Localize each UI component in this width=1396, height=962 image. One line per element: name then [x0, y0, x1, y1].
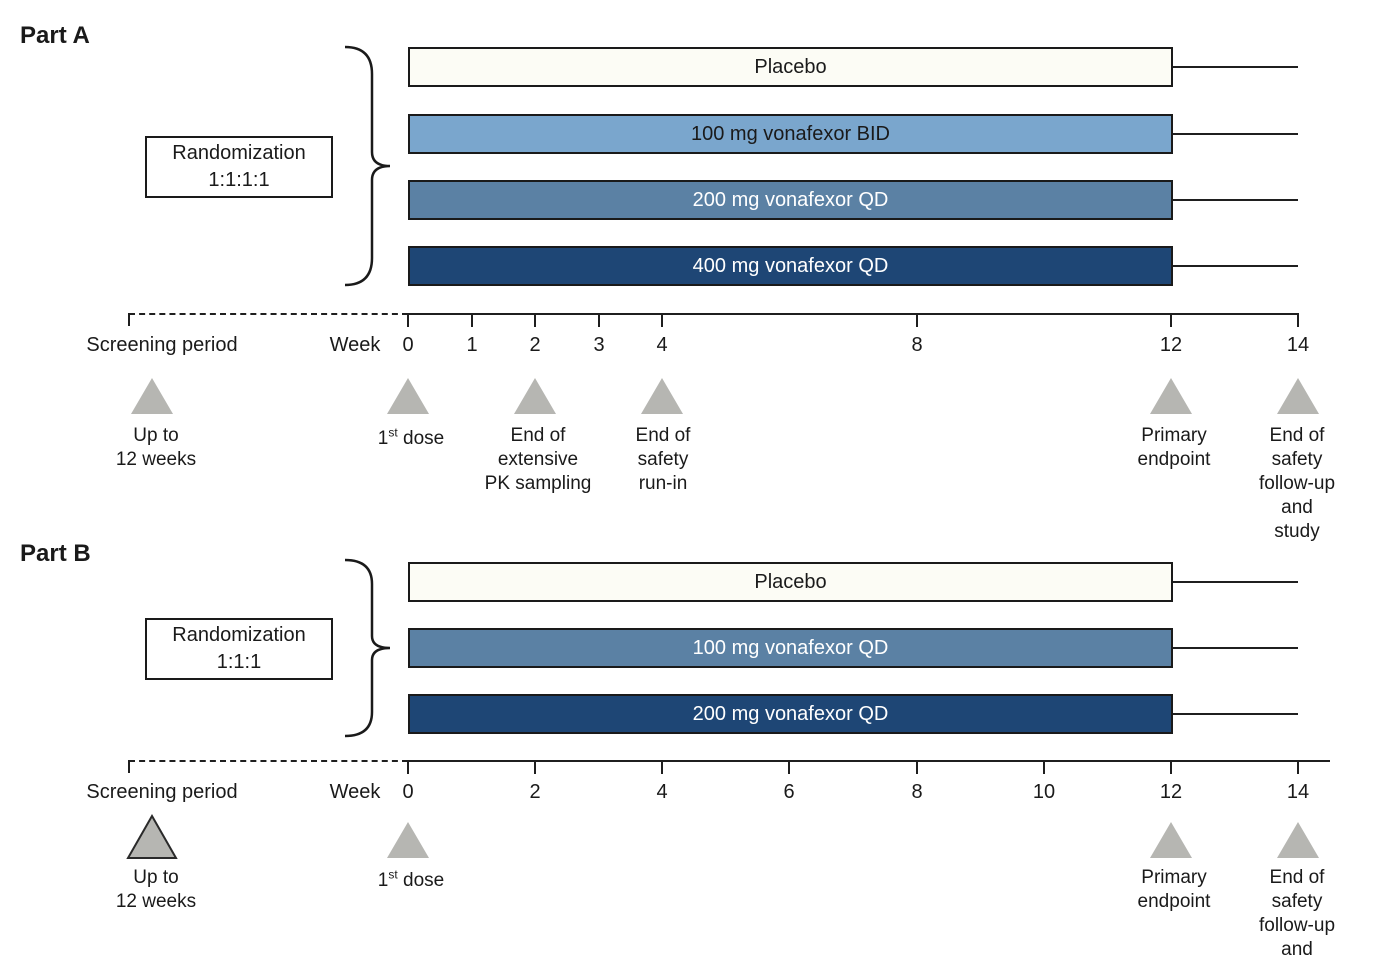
first-dose-ordinal: st	[388, 425, 398, 440]
part-b-week-8: 8	[911, 781, 923, 803]
first-dose-number: 1	[377, 428, 389, 449]
part-a-tick-w2	[534, 313, 536, 327]
part-a-randomization-box: Randomization 1:1:1:1	[145, 136, 333, 198]
part-b-week-label: Week	[329, 781, 381, 803]
part-b-week-0: 0	[402, 781, 414, 803]
part-b-week-10: 10	[1032, 781, 1056, 803]
part-a-tick-w3	[598, 313, 600, 327]
first-dose-ordinal: st	[388, 867, 398, 882]
part-a-screening-label: Screening period	[86, 334, 238, 356]
part-b-week-4: 4	[656, 781, 668, 803]
part-a-arm-100mg-bid: 100 mg vonafexor BID	[408, 114, 1173, 154]
part-a-milestone-screening: Up to 12 weeks	[115, 425, 197, 470]
part-a-screening-start-tick	[128, 313, 130, 326]
part-a-followup-line-1	[1173, 66, 1298, 68]
part-a-week-label: Week	[329, 334, 381, 356]
part-b-followup-line-3	[1173, 713, 1298, 715]
part-b-milestone-screening: Up to 12 weeks	[115, 867, 197, 912]
part-b-followup-line-1	[1173, 581, 1298, 583]
part-a-triangle-week12	[1150, 378, 1192, 414]
part-a-arm-placebo: Placebo	[408, 47, 1173, 87]
part-a-screening-dashed-line	[129, 313, 408, 315]
part-b-screening-label: Screening period	[86, 781, 238, 803]
part-a-tick-w4	[661, 313, 663, 327]
part-b-randomization-label: Randomization	[172, 624, 306, 646]
part-b-triangle-week14	[1277, 822, 1319, 858]
part-a-week-8: 8	[911, 334, 923, 356]
part-a-randomization-label: Randomization	[172, 142, 306, 164]
part-b-screening-start-tick	[128, 760, 130, 773]
part-b-arm-placebo: Placebo	[408, 562, 1173, 602]
part-a-week-14: 14	[1286, 334, 1310, 356]
part-b-triangle-week12	[1150, 822, 1192, 858]
part-b-tick-w10	[1043, 760, 1045, 774]
part-b-tick-w8	[916, 760, 918, 774]
part-a-brace	[344, 45, 391, 287]
part-a-milestone-week2: End of extensive PK sampling	[484, 425, 592, 494]
part-b-tick-w2	[534, 760, 536, 774]
part-b-followup-line-2	[1173, 647, 1298, 649]
part-b-week-14: 14	[1286, 781, 1310, 803]
part-b-milestone-first-dose: 1st dose	[378, 869, 444, 893]
part-b-randomization-box: Randomization 1:1:1	[145, 618, 333, 680]
part-b-tick-w4	[661, 760, 663, 774]
part-a-triangle-first-dose	[387, 378, 429, 414]
part-a-week-0: 0	[402, 334, 414, 356]
part-b-tick-w6	[788, 760, 790, 774]
part-a-tick-w12	[1170, 313, 1172, 327]
part-b-week-2: 2	[529, 781, 541, 803]
part-b-triangle-first-dose	[387, 822, 429, 858]
part-a-milestone-first-dose: 1st dose	[378, 427, 444, 451]
part-b-randomization-ratio: 1:1:1	[216, 651, 262, 673]
part-a-followup-line-3	[1173, 199, 1298, 201]
part-a-tick-w1	[471, 313, 473, 327]
part-a-week-12: 12	[1159, 334, 1183, 356]
part-a-randomization-ratio: 1:1:1:1	[208, 169, 270, 191]
part-a-milestone-week14: End of safety follow-up and study	[1258, 425, 1336, 542]
first-dose-text: dose	[397, 870, 445, 891]
part-a-week-4: 4	[656, 334, 668, 356]
part-b-screening-dashed-line	[129, 760, 408, 762]
part-a-axis	[408, 313, 1299, 315]
part-b-axis	[408, 760, 1330, 762]
part-a-week-2: 2	[529, 334, 541, 356]
part-a-title: Part A	[20, 22, 90, 49]
part-b-arm-200mg-qd: 200 mg vonafexor QD	[408, 694, 1173, 734]
part-b-milestone-week12: Primary endpoint	[1137, 867, 1211, 912]
part-b-brace	[344, 558, 391, 738]
part-a-milestone-week12: Primary endpoint	[1137, 425, 1211, 470]
part-a-tick-w8	[916, 313, 918, 327]
part-a-arm-400mg-qd: 400 mg vonafexor QD	[408, 246, 1173, 286]
part-a-week-3: 3	[593, 334, 605, 356]
part-b-week-12: 12	[1159, 781, 1183, 803]
part-b-tick-w0	[407, 760, 409, 774]
part-a-arm-200mg-qd: 200 mg vonafexor QD	[408, 180, 1173, 220]
part-a-triangle-week4	[641, 378, 683, 414]
part-a-triangle-week14	[1277, 378, 1319, 414]
first-dose-number: 1	[377, 870, 389, 891]
part-b-arm-100mg-qd: 100 mg vonafexor QD	[408, 628, 1173, 668]
part-a-followup-line-4	[1173, 265, 1298, 267]
part-a-triangle-screening	[131, 378, 173, 414]
part-b-tick-w12	[1170, 760, 1172, 774]
part-a-tick-w0	[407, 313, 409, 327]
part-a-triangle-week2	[514, 378, 556, 414]
part-b-week-6: 6	[783, 781, 795, 803]
part-b-milestone-week14: End of safety follow-up and study	[1258, 867, 1336, 960]
part-a-milestone-week4: End of safety run-in	[635, 425, 691, 494]
part-a-week-1: 1	[466, 334, 478, 356]
part-b-triangle-screening	[126, 814, 178, 859]
part-b-title: Part B	[20, 540, 91, 567]
part-a-tick-w14	[1297, 313, 1299, 327]
part-a-followup-line-2	[1173, 133, 1298, 135]
first-dose-text: dose	[397, 428, 445, 449]
part-b-tick-w14	[1297, 760, 1299, 774]
